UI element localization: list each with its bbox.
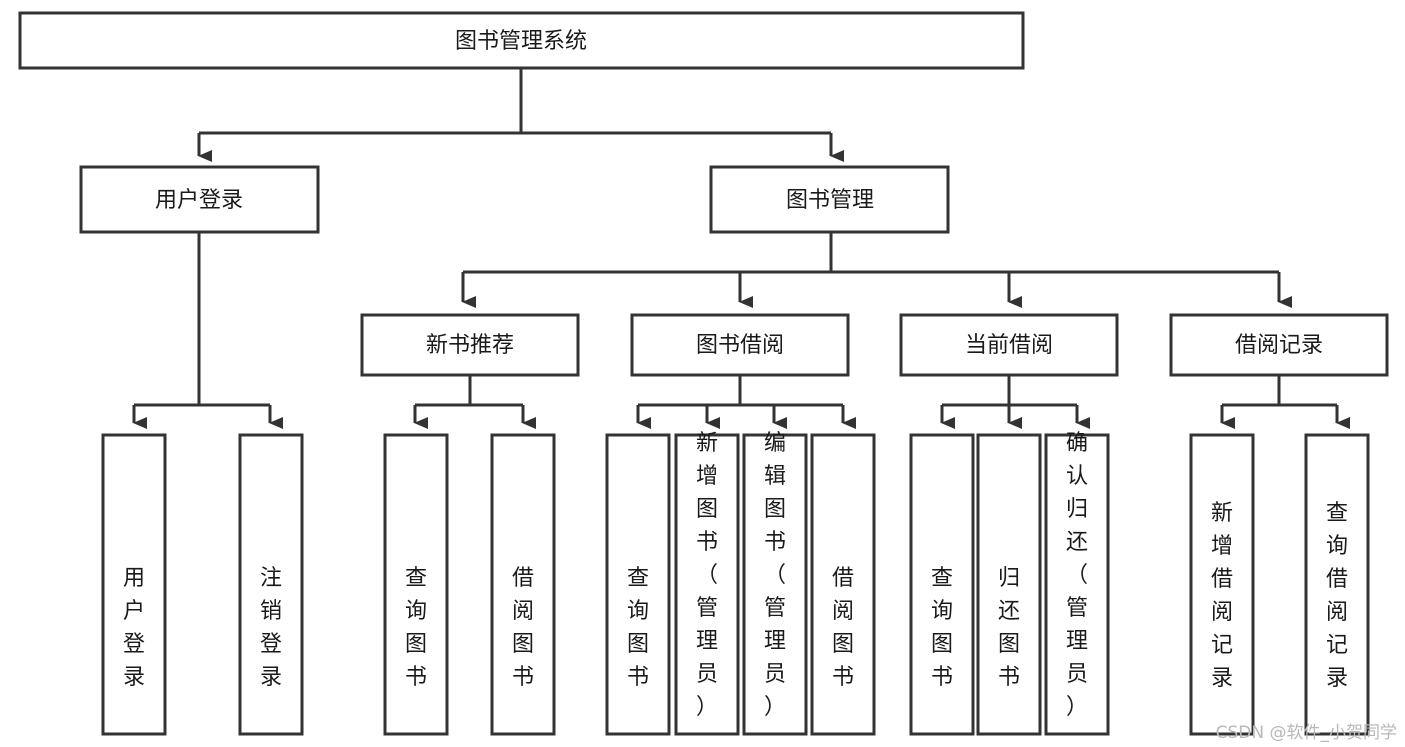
node-leaf-borrow-book-1-box[interactable] [490,433,556,736]
node-leaf-return-book-box[interactable] [976,433,1042,736]
node-book-manage[interactable]: 图书管理 [709,165,950,234]
node-borrow-record-box[interactable] [1169,313,1389,377]
node-leaf-query-record-box[interactable] [1304,433,1370,736]
node-leaf-query-book-3[interactable]: 查询图书 [909,433,975,736]
node-leaf-query-record[interactable]: 查询借阅记录 [1304,433,1370,736]
node-current-borrow-box[interactable] [899,313,1119,377]
node-leaf-query-book-1-box[interactable] [383,433,449,736]
node-leaf-borrow-book-1-label: 借阅图书 [512,566,534,690]
node-leaf-confirm-return[interactable]: 确认归还（管理员） [1044,431,1110,736]
node-new-book-rec[interactable]: 新书推荐 [360,313,580,377]
node-leaf-query-book-1[interactable]: 查询图书 [383,433,449,736]
node-leaf-user-login[interactable]: 用户登录 [101,433,167,736]
node-book-borrow-label: 图书借阅 [696,333,784,358]
node-leaf-borrow-book-1[interactable]: 借阅图书 [490,433,556,736]
node-leaf-edit-book-box[interactable] [742,433,808,736]
connector-layer [132,68,1350,429]
node-leaf-query-book-2-box[interactable] [605,433,671,736]
node-user-login-label: 用户登录 [155,188,243,213]
node-leaf-add-book-box[interactable] [674,433,740,736]
node-borrow-record-label: 借阅记录 [1235,333,1323,358]
node-leaf-return-book[interactable]: 归还图书 [976,433,1042,736]
node-leaf-borrow-book-2[interactable]: 借阅图书 [810,433,876,736]
node-leaf-return-book-label: 归还图书 [998,566,1020,690]
node-current-borrow-label: 当前借阅 [965,333,1053,358]
node-leaf-confirm-return-label: 确认归还（管理员） [1066,431,1088,720]
node-leaf-add-record-box[interactable] [1189,433,1255,736]
node-leaf-edit-book[interactable]: 编辑图书（管理员） [742,431,808,736]
node-leaf-query-book-3-label: 查询图书 [931,566,953,690]
node-leaf-borrow-book-2-box[interactable] [810,433,876,736]
node-leaf-query-book-2-label: 查询图书 [627,566,649,690]
node-new-book-rec-label: 新书推荐 [426,333,514,358]
node-leaf-add-record-label: 新增借阅记录 [1211,501,1233,691]
node-borrow-record[interactable]: 借阅记录 [1169,313,1389,377]
node-book-borrow[interactable]: 图书借阅 [630,313,850,377]
node-leaf-borrow-book-2-label: 借阅图书 [832,566,854,690]
node-book-manage-label: 图书管理 [786,188,874,213]
node-root[interactable]: 图书管理系统 [18,11,1025,70]
node-leaf-query-book-1-label: 查询图书 [405,566,427,690]
node-leaf-user-logout-box[interactable] [238,433,304,736]
node-user-login-box[interactable] [79,165,320,234]
node-leaf-user-login-box[interactable] [101,433,167,736]
node-leaf-user-login-label: 用户登录 [123,566,145,690]
node-leaf-user-logout-label: 注销登录 [260,566,282,690]
node-leaf-query-book-2[interactable]: 查询图书 [605,433,671,736]
node-leaf-add-book-label: 新增图书（管理员） [696,431,718,720]
node-book-borrow-box[interactable] [630,313,850,377]
node-current-borrow[interactable]: 当前借阅 [899,313,1119,377]
node-new-book-rec-box[interactable] [360,313,580,377]
node-book-manage-box[interactable] [709,165,950,234]
node-leaf-query-record-label: 查询借阅记录 [1326,501,1348,691]
node-leaf-add-book[interactable]: 新增图书（管理员） [674,431,740,736]
node-leaf-user-logout[interactable]: 注销登录 [238,433,304,736]
node-leaf-edit-book-label: 编辑图书（管理员） [764,431,786,720]
node-root-box[interactable] [18,11,1025,70]
node-root-label: 图书管理系统 [455,29,587,54]
node-leaf-confirm-return-box[interactable] [1044,433,1110,736]
node-leaf-query-book-3-box[interactable] [909,433,975,736]
node-user-login[interactable]: 用户登录 [79,165,320,234]
csdn-watermark: CSDN @软件_小贺同学 [1215,723,1397,743]
node-leaf-add-record[interactable]: 新增借阅记录 [1189,433,1255,736]
